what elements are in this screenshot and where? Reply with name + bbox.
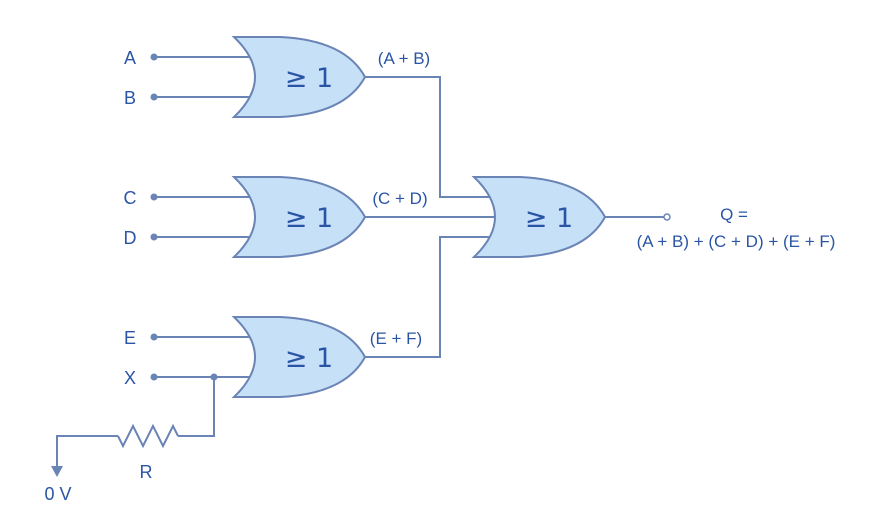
resistor-symbol [117, 423, 179, 449]
ground-arrow-icon [51, 466, 63, 477]
or-gate-2 [231, 176, 367, 258]
input-terminals [150, 53, 158, 381]
input-label-d: D [124, 228, 137, 248]
output-label-q: Q = [720, 205, 748, 224]
input-label-c: C [124, 188, 137, 208]
junction-dot [210, 373, 218, 381]
or-gate-1 [231, 36, 367, 118]
input-label-b: B [124, 88, 136, 108]
or-gate-2-symbol: ≥ 1 [285, 203, 333, 234]
input-wires [154, 56, 250, 378]
resistor-label: R [140, 462, 153, 482]
or-gate-final [471, 176, 607, 258]
or-gate-3 [231, 316, 367, 398]
input-label-e: E [124, 328, 136, 348]
pull-down-network [51, 373, 218, 477]
expression-label-ef: (E + F) [370, 329, 422, 348]
output-expression: (A + B) + (C + D) + (E + F) [637, 232, 836, 251]
input-label-x: X [124, 368, 136, 388]
or-gate-3-symbol: ≥ 1 [285, 343, 333, 374]
or-gate-final-symbol: ≥ 1 [525, 203, 573, 234]
ground-label: 0 V [44, 484, 71, 504]
expression-label-cd: (C + D) [372, 189, 427, 208]
input-label-a: A [124, 48, 136, 68]
or-gate-1-symbol: ≥ 1 [285, 63, 333, 94]
expression-label-ab: (A + B) [378, 49, 430, 68]
interconnect-wires [365, 76, 664, 358]
output-terminal [663, 213, 671, 221]
